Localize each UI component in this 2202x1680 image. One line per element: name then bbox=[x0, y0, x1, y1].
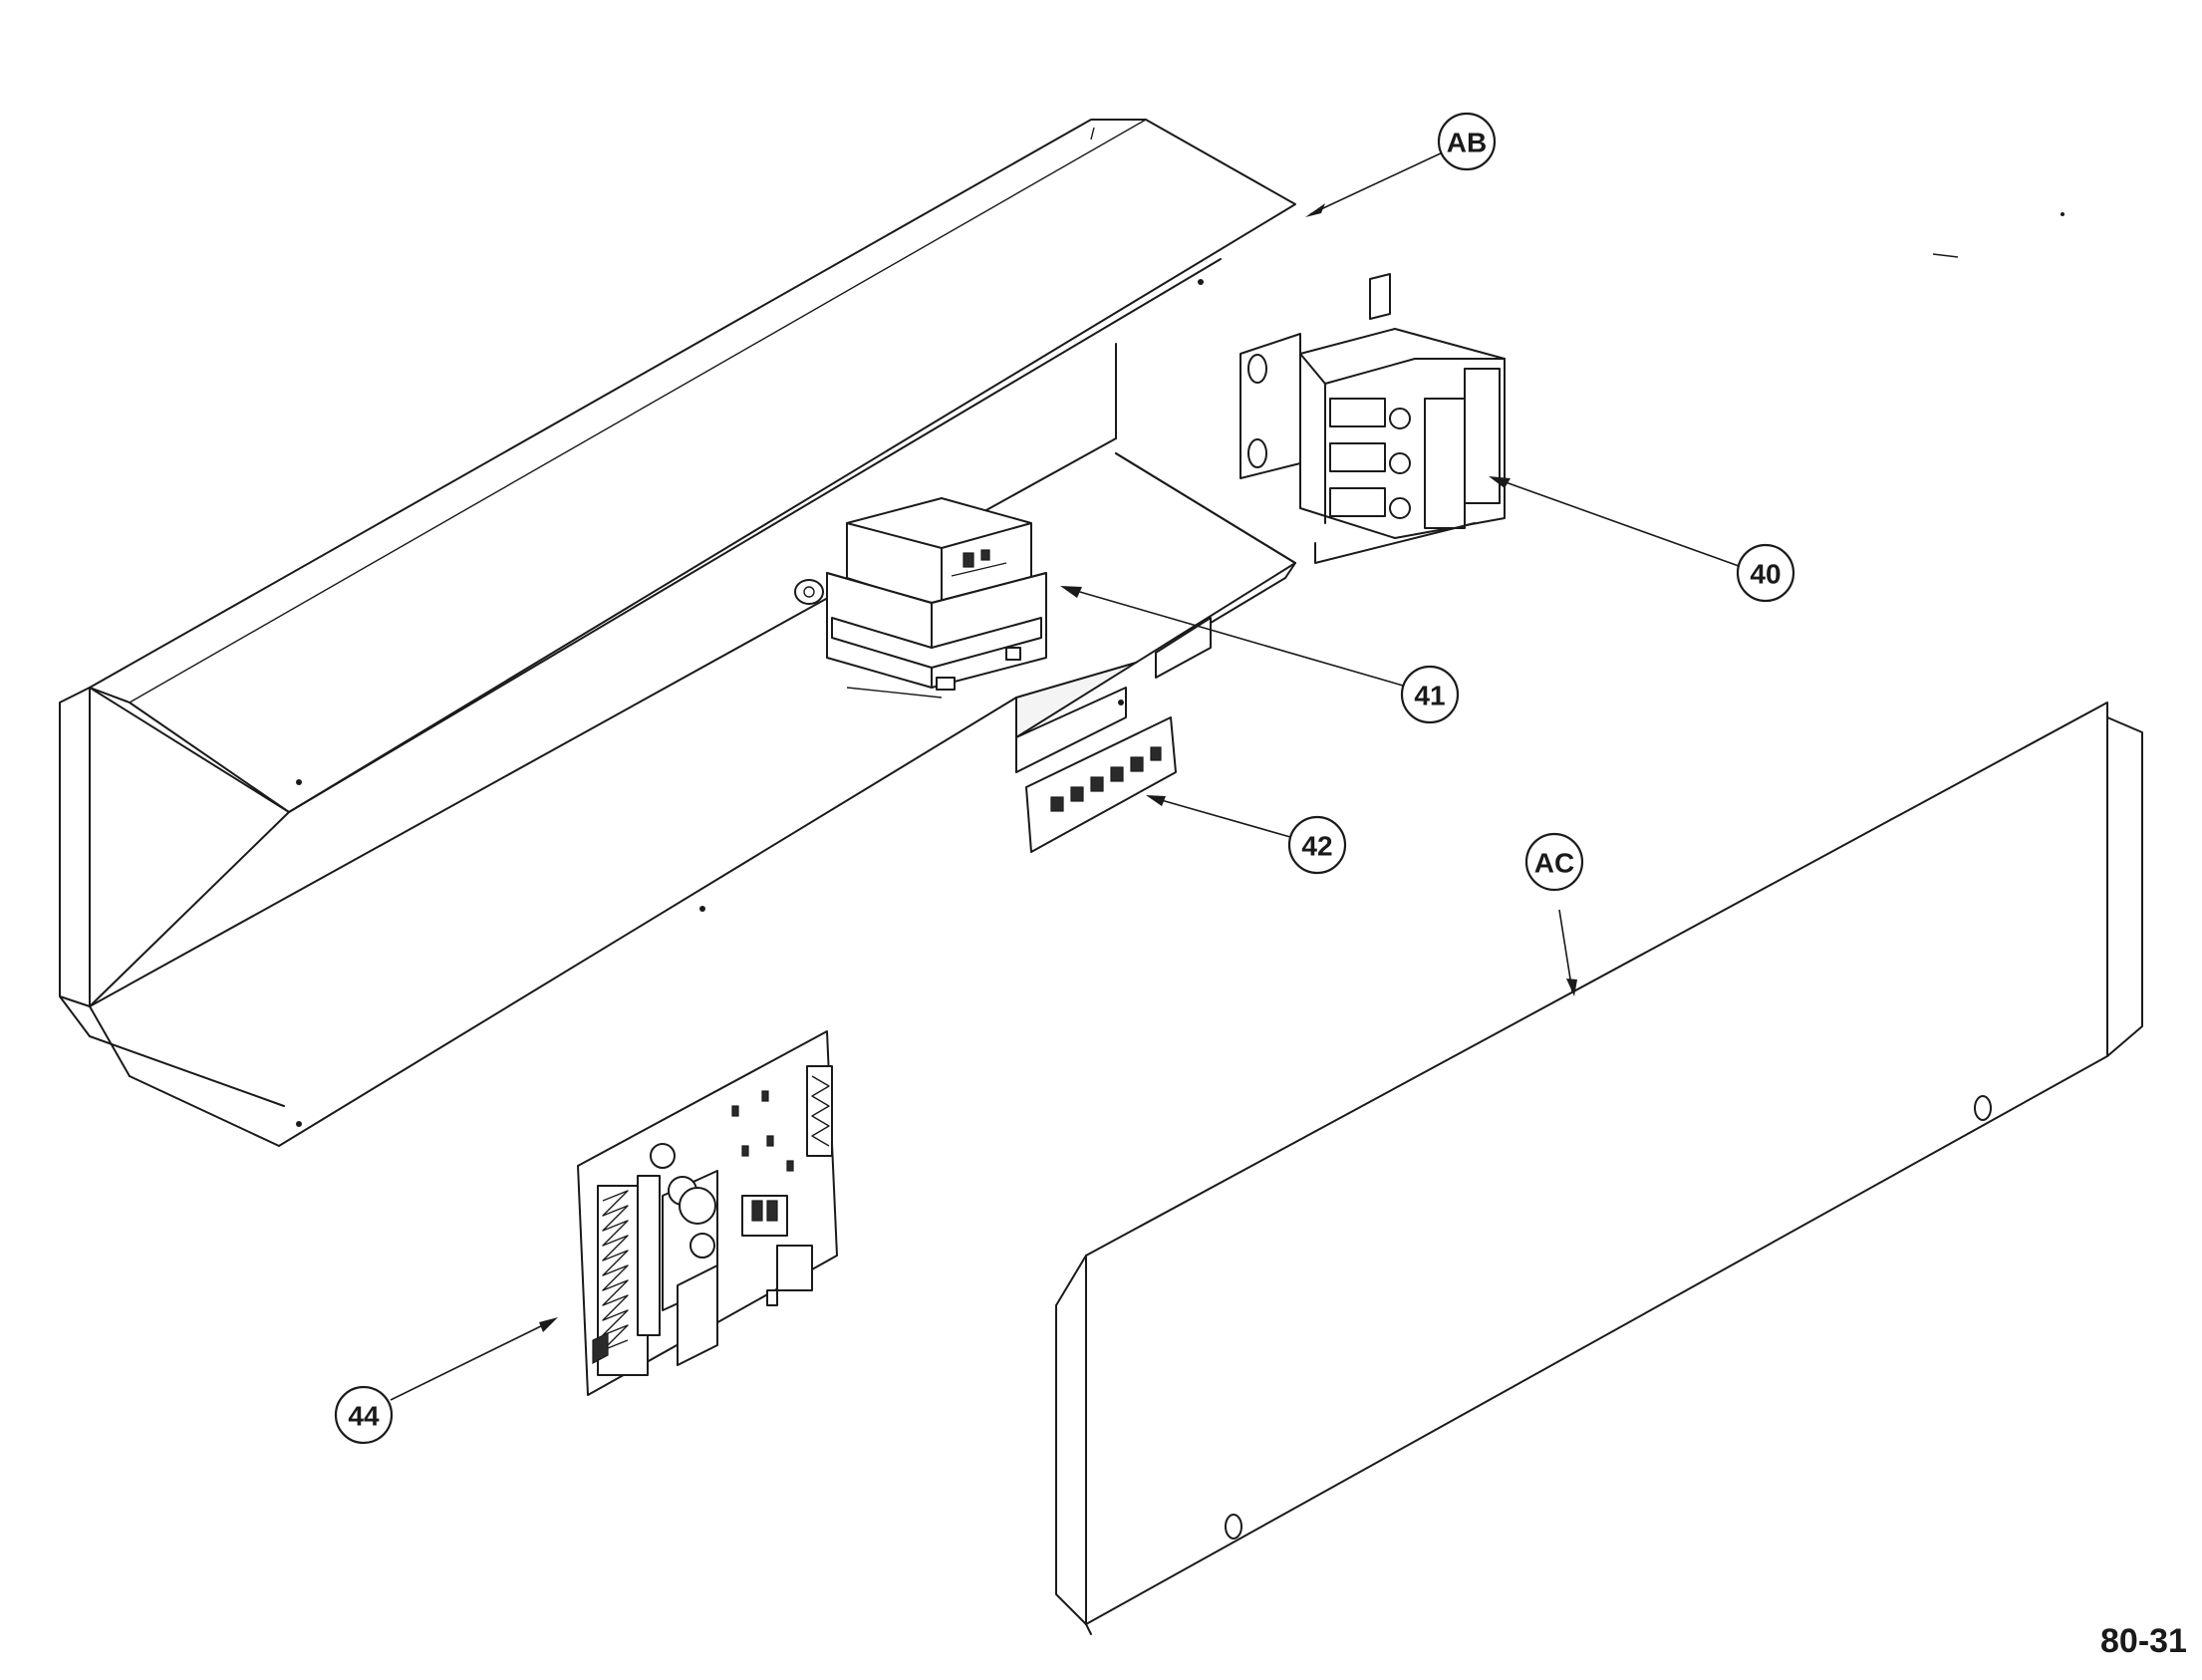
callout-42-label: 42 bbox=[1301, 831, 1332, 862]
access-panel bbox=[1055, 701, 2143, 1635]
callout-ac: AC bbox=[1524, 832, 1584, 996]
callout-ac-label: AC bbox=[1534, 848, 1574, 879]
contactor bbox=[1239, 273, 1506, 564]
figure-number: 80-31 bbox=[2100, 1622, 2187, 1660]
control-box-housing bbox=[59, 119, 1296, 1147]
callout-42: 42 bbox=[1146, 795, 1347, 875]
callout-41-label: 41 bbox=[1414, 681, 1445, 711]
board-connector-left bbox=[602, 1190, 629, 1351]
callout-40: 40 bbox=[1489, 476, 1795, 603]
transformer bbox=[794, 497, 1047, 699]
callout-ab: AB bbox=[1305, 112, 1497, 217]
control-board bbox=[577, 1030, 838, 1396]
callout-44-label: 44 bbox=[348, 1401, 380, 1432]
callout-ab-label: AB bbox=[1447, 128, 1487, 158]
terminal-strip bbox=[1025, 716, 1177, 853]
callout-40-label: 40 bbox=[1750, 559, 1781, 590]
contactor-terminals bbox=[1329, 368, 1501, 529]
callout-41: 41 bbox=[1060, 586, 1460, 724]
callout-44: 44 bbox=[334, 1317, 558, 1445]
